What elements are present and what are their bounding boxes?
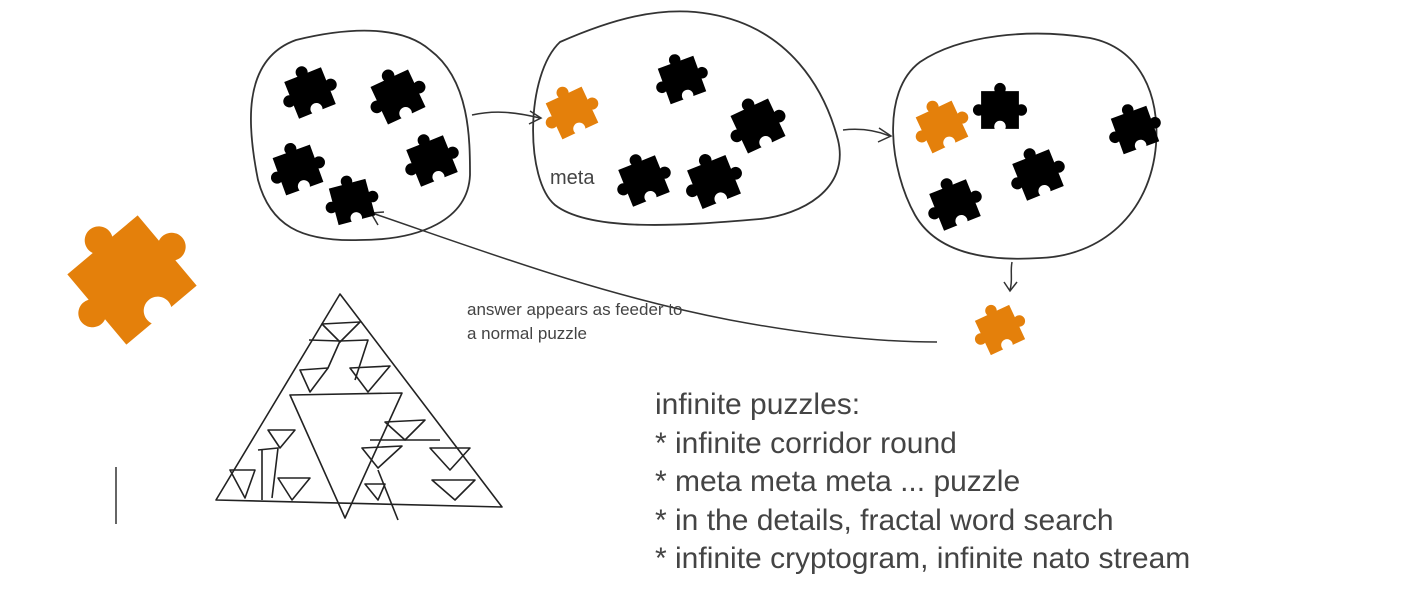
idea-item: * infinite corridor round — [655, 426, 957, 460]
puzzle-piece-icon — [647, 45, 714, 108]
puzzle-piece-icon — [675, 143, 750, 213]
puzzle-piece-icon — [358, 57, 434, 129]
answer-note: answer appears as feeder to a normal puz… — [467, 298, 682, 346]
puzzle-piece-icon — [718, 86, 794, 158]
puzzle-piece-icon — [964, 294, 1033, 359]
puzzle-piece-icon — [273, 56, 344, 122]
answer-note-line-1: answer appears as feeder to — [467, 300, 683, 319]
ideas-list: infinite puzzles: * infinite corridor ro… — [655, 386, 1190, 579]
arrow-icon — [842, 127, 893, 143]
puzzle-cluster-outline-2 — [532, 10, 841, 226]
puzzle-piece-icon — [972, 82, 1028, 129]
large-puzzle-piece-icon — [39, 187, 212, 358]
puzzle-piece-icon — [1100, 95, 1167, 158]
puzzle-piece-icon — [607, 144, 678, 210]
puzzle-piece-icon — [918, 168, 989, 234]
idea-item: * meta meta meta ... puzzle — [655, 465, 1021, 498]
idea-item: * in the details, fractal word search — [655, 503, 1114, 537]
answer-note-line-2: a normal puzzle — [467, 324, 588, 343]
idea-item: * infinite cryptogram, infinite nato str… — [655, 542, 1191, 575]
puzzle-piece-icon — [395, 124, 466, 190]
puzzle-piece-icon — [904, 89, 977, 157]
arrow-icon — [1003, 261, 1018, 293]
ideas-heading: infinite puzzles: — [655, 388, 861, 421]
puzzle-piece-icon — [534, 75, 607, 143]
sierpinski-triangle — [215, 293, 503, 521]
arrow-icon — [471, 110, 543, 125]
puzzle-piece-icon — [1001, 138, 1072, 204]
puzzle-piece-icon — [261, 133, 332, 199]
puzzle-cluster-outline-3 — [892, 32, 1158, 260]
meta-label: meta — [550, 167, 595, 189]
puzzle-cluster-outline-1 — [249, 29, 471, 241]
